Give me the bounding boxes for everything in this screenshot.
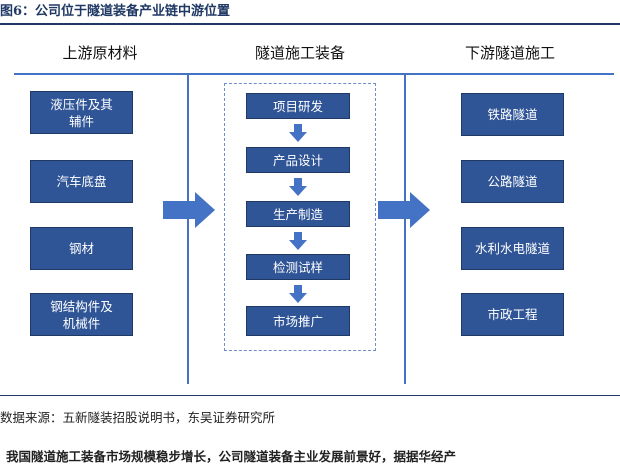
figure-title: 图6：公司位于隧道装备产业链中游位置 [0, 4, 231, 19]
mid-box-label: 产品设计 [272, 152, 323, 168]
downstream-header: 下游隧道施工 [464, 44, 555, 62]
title-rule [0, 23, 620, 25]
mid-box-label: 市场推广 [272, 313, 323, 329]
mid-box-label: 检测试样 [272, 259, 323, 275]
column-divider-right [404, 74, 406, 384]
downstream-box-municipal: 市政工程 [461, 293, 564, 336]
mid-box-testing: 检测试样 [246, 254, 350, 280]
upstream-box-structural: 钢结构件及机械件 [30, 293, 133, 336]
header-divider [14, 73, 614, 75]
mid-box-label: 项目研发 [272, 98, 323, 114]
downstream-box-label: 公路隧道 [487, 174, 538, 189]
upstream-box-steel: 钢材 [30, 227, 133, 270]
source-note: 数据来源：五新隧装招股说明书，东吴证券研究所 [0, 410, 276, 425]
mid-box-manufacturing: 生产制造 [246, 201, 350, 227]
upstream-box-hydraulics: 液压件及其辅件 [30, 91, 133, 134]
midstream-dashed-frame [224, 83, 376, 351]
right-arrow-icon [163, 192, 215, 228]
down-arrow-icon [289, 124, 307, 142]
upstream-box-label: 汽车底盘 [56, 174, 107, 189]
downstream-box-label: 水利水电隧道 [474, 241, 550, 256]
column-divider-left [187, 74, 189, 384]
midstream-header: 隧道施工装备 [254, 44, 345, 62]
down-arrow-icon [289, 232, 307, 250]
mid-box-rnd: 项目研发 [246, 93, 350, 119]
down-arrow-icon [289, 285, 307, 303]
mid-box-label: 生产制造 [272, 206, 323, 222]
downstream-box-highway: 公路隧道 [461, 160, 564, 203]
footer-rule [0, 395, 620, 396]
upstream-box-label: 液压件及其辅件 [50, 96, 113, 129]
upstream-box-label: 钢材 [68, 241, 94, 256]
mid-box-design: 产品设计 [246, 147, 350, 173]
body-text-fragment: 我国隧道施工装备市场规模稳步增长，公司隧道装备主业发展前景好，据据华经产 [6, 449, 457, 464]
downstream-box-hydropower: 水利水电隧道 [461, 227, 564, 270]
mid-box-marketing: 市场推广 [246, 306, 350, 336]
upstream-box-chassis: 汽车底盘 [30, 160, 133, 203]
upstream-box-label: 钢结构件及机械件 [50, 298, 113, 331]
down-arrow-icon [289, 178, 307, 196]
downstream-box-railway: 铁路隧道 [461, 93, 564, 136]
downstream-box-label: 铁路隧道 [487, 107, 538, 122]
right-arrow-icon [378, 192, 430, 228]
upstream-header: 上游原材料 [62, 44, 138, 62]
downstream-box-label: 市政工程 [487, 307, 538, 322]
